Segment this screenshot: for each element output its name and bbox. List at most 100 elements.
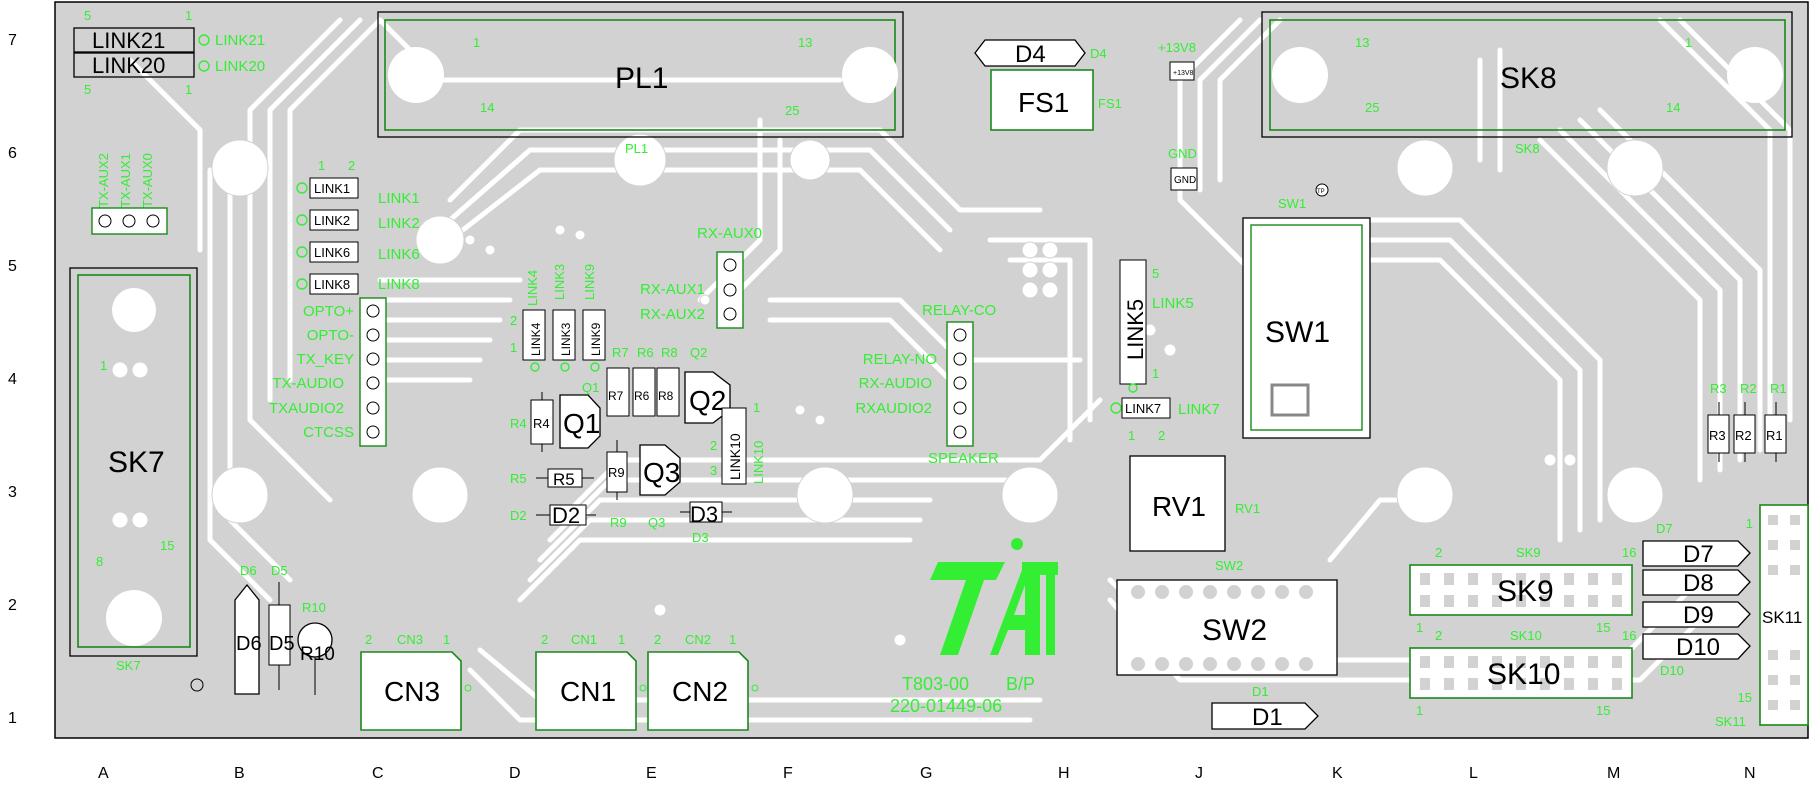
r4-silk: R4 <box>510 416 527 431</box>
d6-label: D6 <box>236 633 262 655</box>
grid-row-labels: 7 6 5 4 3 2 1 <box>8 32 17 727</box>
tx-key-label: TX_KEY <box>296 351 354 368</box>
speaker-label: SPEAKER <box>928 450 999 467</box>
link10-label: LINK10 <box>727 433 743 480</box>
rx-audio-label: RX-AUDIO <box>859 375 932 392</box>
tp-13v8: +13V8 +13V8 <box>1158 40 1196 81</box>
d3-silk: D3 <box>692 530 709 545</box>
sk9-label: SK9 <box>1497 575 1554 608</box>
tait-logo <box>930 538 1058 655</box>
rv1-label: RV1 <box>1152 491 1206 522</box>
d2-label: D2 <box>552 503 580 528</box>
r10-label: R10 <box>300 644 335 665</box>
r1-label: R1 <box>1766 428 1783 443</box>
cn1-connector: 2 CN1 1 CN1 <box>535 632 647 731</box>
pin-label: 2 <box>365 632 372 647</box>
q2-silk: Q2 <box>690 345 707 360</box>
pl1-label: PL1 <box>615 62 668 95</box>
grid-column-labels: A B C D E F G H J K L M N <box>98 765 1756 782</box>
tx-audio-label: TX-AUDIO <box>272 375 344 392</box>
pin-label: 2 <box>710 438 717 453</box>
pin-label: 25 <box>1365 100 1379 115</box>
mounting-holes <box>211 133 1664 524</box>
col-label: J <box>1195 765 1203 782</box>
pin-label: 1 <box>185 8 192 23</box>
d4-label: D4 <box>1015 41 1046 68</box>
rx-aux1-label: RX-AUX1 <box>640 281 705 298</box>
cn1-label: CN1 <box>560 676 616 707</box>
r3-label: R3 <box>1709 428 1726 443</box>
d5-diode: D5 D5 <box>268 563 295 690</box>
col-label: A <box>98 765 109 782</box>
link3-silk: LINK3 <box>552 264 567 300</box>
tp-13v8-silk: +13V8 <box>1158 40 1196 55</box>
pin-label: 8 <box>96 554 103 569</box>
link3-label: LINK3 <box>559 322 573 356</box>
pin-label: 5 <box>1152 266 1159 281</box>
tx-aux-header: TX-AUX2 TX-AUX1 TX-AUX0 <box>91 153 168 235</box>
d7-label: D7 <box>1683 541 1714 568</box>
fs1-fuse: FS1 FS1 <box>990 69 1122 131</box>
link21-link20-header: 5 1 LINK21 LINK20 LINK21 LINK20 5 1 <box>73 8 265 97</box>
d5-silk: D5 <box>271 563 288 578</box>
d1-label: D1 <box>1252 704 1283 731</box>
pin-label: 2 <box>510 313 517 328</box>
pin-label: 14 <box>480 100 494 115</box>
link9-silk: LINK9 <box>582 264 597 300</box>
d4-silk: D4 <box>1090 46 1107 61</box>
tx-aux2-label: TX-AUX2 <box>96 153 111 208</box>
relay-co-label: RELAY-CO <box>922 302 996 319</box>
row-label: 3 <box>8 484 17 501</box>
link20-label: LINK20 <box>92 53 165 78</box>
pin-label: 2 <box>1435 628 1442 643</box>
link8-silk: LINK8 <box>378 276 420 293</box>
link1-label: LINK1 <box>314 181 350 196</box>
col-label: G <box>920 765 932 782</box>
link5-silk: LINK5 <box>1152 295 1194 312</box>
diode-group-d7-d10: D7 D7 D8 D9 D10 D10 <box>1642 521 1751 678</box>
pin-label: 1 <box>1152 366 1159 381</box>
d8-label: D8 <box>1683 570 1714 597</box>
r6-silk: R6 <box>637 345 654 360</box>
pin-label: 1 <box>473 35 480 50</box>
pin-label: 2 <box>1435 545 1442 560</box>
sk7-silk: SK7 <box>116 658 141 673</box>
sk7-connector: 1 15 8 SK7 SK7 <box>69 267 198 673</box>
d2-silk: D2 <box>510 508 527 523</box>
d4-diode: D4 D4 <box>974 39 1107 68</box>
rx-aux-header: RX-AUX0 RX-AUX1 RX-AUX2 <box>640 225 762 329</box>
tx-aux1-label: TX-AUX1 <box>118 153 133 208</box>
pin-label: 1 <box>1746 516 1753 531</box>
sk11-connector: 1 SK11 15 SK11 <box>1715 504 1809 729</box>
link4-label: LINK4 <box>529 322 543 356</box>
col-label: B <box>234 765 245 782</box>
sk8-silk: SK8 <box>1515 141 1540 156</box>
q1-silk: Q1 <box>582 380 599 395</box>
pin-label: 1 <box>1128 428 1135 443</box>
board-side: B/P <box>1006 674 1035 694</box>
pin-label: 1 <box>185 82 192 97</box>
d9-label: D9 <box>1683 602 1714 629</box>
link20-silk: LINK20 <box>215 58 265 75</box>
link7-label: LINK7 <box>1125 401 1161 416</box>
sk10-silk: SK10 <box>1510 628 1542 643</box>
sw2-label: SW2 <box>1202 614 1267 647</box>
col-label: N <box>1744 765 1756 782</box>
link5: 5 LINK5 LINK5 1 <box>1119 259 1194 393</box>
pin-label: 25 <box>785 103 799 118</box>
link4-silk: LINK4 <box>525 270 540 306</box>
d3-label: D3 <box>690 502 718 527</box>
row-label: 1 <box>8 710 17 727</box>
pin-label: 1 <box>753 400 760 415</box>
d2-diode: D2 D2 <box>510 503 596 528</box>
d6-silk: D6 <box>240 563 257 578</box>
d5-label: D5 <box>269 633 295 655</box>
sk10-connector: 2 SK10 16 SK10 1 15 <box>1409 628 1636 718</box>
link1-silk: LINK1 <box>378 190 420 207</box>
pin-label: 2 <box>654 632 661 647</box>
resistor-group-r7-r6-r8: R7 R6 R8 Q2 1 R7 R6 R8 <box>606 345 707 417</box>
board-drawing-number: 220-01449-06 <box>890 696 1002 716</box>
row-label: 4 <box>8 371 17 388</box>
fs1-silk: FS1 <box>1098 96 1122 111</box>
